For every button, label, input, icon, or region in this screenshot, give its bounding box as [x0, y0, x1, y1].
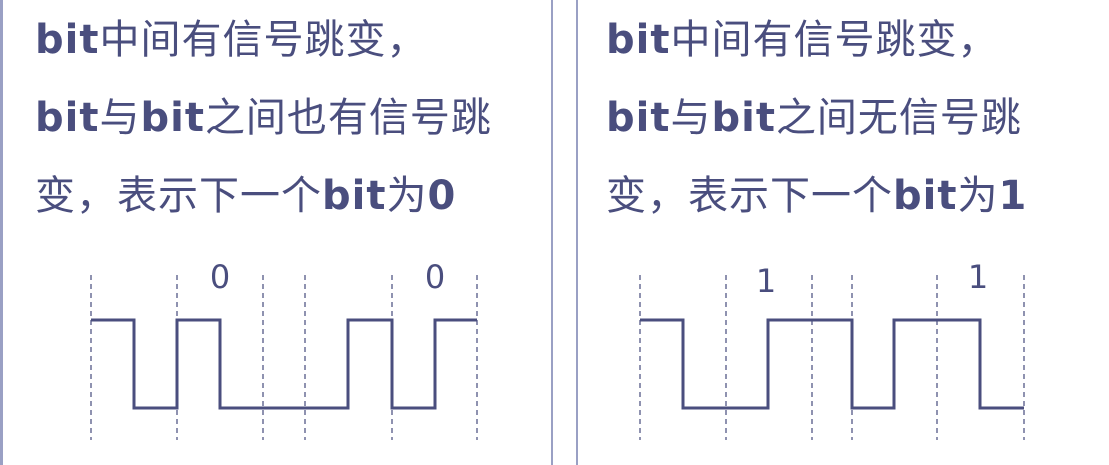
caption-segment: 变，表示下一个	[35, 173, 322, 219]
caption-segment: bit	[606, 17, 671, 63]
caption-segment: 中间有信号跳变，	[99, 17, 428, 63]
caption-line: 变，表示下一个bit为0	[35, 156, 492, 234]
caption-left: bit中间有信号跳变，bit与bit之间也有信号跳变，表示下一个bit为0	[35, 0, 492, 234]
caption-segment: bit	[35, 95, 100, 141]
caption-segment: 为	[386, 173, 428, 219]
caption-segment: 变，表示下一个	[606, 173, 893, 219]
caption-segment: bit	[140, 95, 205, 141]
caption-line: bit与bit之间无信号跳	[606, 78, 1027, 156]
caption-segment: bit	[322, 173, 387, 219]
caption-right: bit中间有信号跳变，bit与bit之间无信号跳变，表示下一个bit为1	[606, 0, 1027, 234]
bit-value-label: 0	[210, 258, 230, 296]
caption-segment: 与	[99, 95, 141, 141]
bit-value-label: 1	[968, 258, 988, 296]
caption-segment: 0	[427, 173, 457, 219]
caption-line: 变，表示下一个bit为1	[606, 156, 1027, 234]
caption-segment: 为	[957, 173, 999, 219]
caption-segment: bit	[711, 95, 776, 141]
bit-value-label: 0	[425, 258, 445, 296]
caption-segment: 之间无信号跳	[775, 95, 1022, 141]
caption-line: bit与bit之间也有信号跳	[35, 78, 492, 156]
caption-segment: bit	[35, 17, 100, 63]
caption-segment: bit	[606, 95, 671, 141]
caption-segment: 中间有信号跳变，	[670, 17, 999, 63]
caption-line: bit中间有信号跳变，	[35, 0, 492, 78]
caption-segment: 与	[670, 95, 712, 141]
bit-value-label: 1	[756, 262, 776, 300]
caption-line: bit中间有信号跳变，	[606, 0, 1027, 78]
caption-segment: bit	[893, 173, 958, 219]
signal-waveform	[640, 318, 1024, 410]
caption-segment: 1	[998, 173, 1028, 219]
caption-segment: 之间也有信号跳	[204, 95, 492, 141]
signal-waveform	[91, 318, 477, 410]
